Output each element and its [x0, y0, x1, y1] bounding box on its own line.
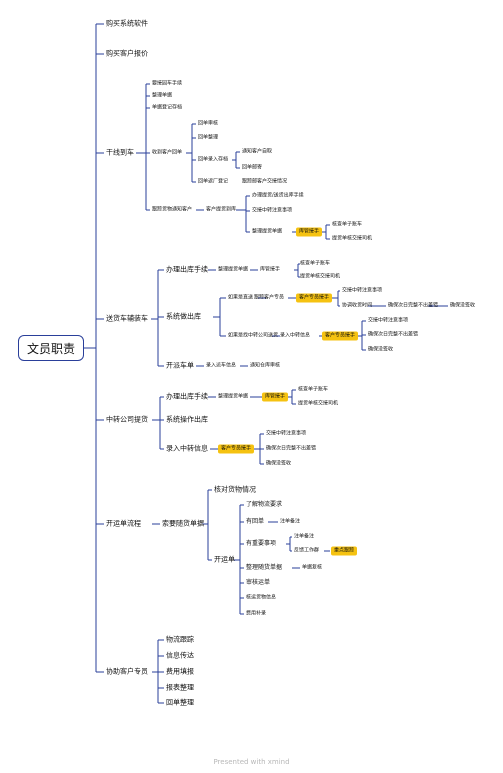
node-g3[interactable]: 费用填报	[166, 667, 194, 676]
footer-watermark: Presented with xmind	[213, 758, 290, 766]
node-c4d[interactable]: 回单返厂登记	[198, 178, 229, 185]
node-f1b3b[interactable]: 反馈工作群	[294, 547, 320, 554]
branch-c-connector	[136, 83, 330, 240]
node-f1b1[interactable]: 了解物流要求	[246, 501, 283, 508]
node-g5[interactable]: 回单整理	[166, 698, 194, 707]
node-e3h2[interactable]: 确保次日完整不出差错	[266, 445, 317, 452]
node-assist-specialist[interactable]: 协助客户专员	[106, 667, 148, 676]
node-d2a1h4[interactable]: 确保没签收	[450, 302, 476, 309]
node-e1b[interactable]: 库管接手	[262, 392, 289, 402]
node-f1b4[interactable]: 整理随货单据	[246, 564, 283, 571]
node-d2b1h3[interactable]: 确保没签收	[368, 346, 394, 353]
node-e1a[interactable]: 整理提货单据	[218, 393, 249, 400]
node-f1b4a[interactable]: 单据复核	[302, 564, 323, 571]
node-c5a3h[interactable]: 库管接手	[296, 227, 323, 237]
node-d2[interactable]: 系统做出库	[166, 312, 201, 321]
node-f1b2[interactable]: 有回单	[246, 518, 265, 525]
node-c1[interactable]: 要接园车手续	[152, 80, 183, 87]
node-d1[interactable]: 办理出库手续	[166, 265, 208, 274]
node-trunk-arrival[interactable]: 干线到车	[106, 148, 134, 157]
branch-d-connector	[151, 263, 448, 367]
node-e3h1[interactable]: 交接中转注意事项	[266, 430, 307, 437]
node-f1b5[interactable]: 审核运单	[246, 579, 271, 586]
node-d2b1h1[interactable]: 交接中转注意事项	[368, 317, 409, 324]
node-delivery-loading[interactable]: 送货车辅装车	[106, 314, 148, 323]
node-d2a1h3[interactable]: 确保次日完整不出差错	[388, 302, 439, 309]
node-buy-software[interactable]: 购买系统软件	[106, 19, 148, 28]
node-c3[interactable]: 单据登记存档	[152, 104, 183, 111]
node-c5a3h1[interactable]: 核查单子账车	[332, 221, 363, 228]
node-d2b1[interactable]: 录入中转信息	[280, 332, 311, 339]
node-f1b2a[interactable]: 注单备注	[280, 518, 301, 525]
node-d2b1h[interactable]: 客户专员接手	[322, 331, 359, 341]
node-c5a2[interactable]: 交接中转注意事项	[252, 207, 293, 214]
node-e1[interactable]: 办理出库手续	[166, 392, 208, 401]
node-g1[interactable]: 物流跟踪	[166, 635, 194, 644]
node-f1b6[interactable]: 核运货物信息	[246, 594, 277, 601]
node-c5a3h2[interactable]: 提货单核交接司机	[332, 235, 373, 242]
node-f1b3a[interactable]: 注单备注	[294, 533, 315, 540]
node-d2a1h[interactable]: 客户专员接手	[296, 293, 333, 303]
branch-f-connector	[152, 489, 330, 615]
node-e2[interactable]: 系统操作出库	[166, 415, 208, 424]
node-g2[interactable]: 信息传达	[166, 651, 194, 660]
node-c5a3[interactable]: 整理提货单据	[252, 228, 283, 235]
node-c5[interactable]: 跟踪货物通知客户	[152, 206, 193, 213]
node-c4c[interactable]: 回单录入存档	[198, 156, 229, 163]
node-d3b[interactable]: 通知仓库审核	[250, 362, 281, 369]
node-d1b1[interactable]: 核查单子账车	[300, 260, 331, 267]
node-c4d1[interactable]: 跟踪邮客户交接情况	[242, 178, 288, 185]
root-title: 文员职责	[26, 341, 75, 356]
node-d2b[interactable]: 如果是找中转公司送货	[228, 332, 279, 339]
branch-e-connector	[152, 389, 296, 465]
node-d2a1h2[interactable]: 协调收货时间	[342, 302, 373, 309]
node-d2b1h2[interactable]: 确保次日完整不出差错	[368, 331, 419, 338]
node-f1b3bh[interactable]: 重点跟踪	[331, 546, 358, 556]
node-f1b3[interactable]: 有重要事项	[246, 540, 277, 547]
node-e1b1[interactable]: 核查单子账车	[298, 386, 329, 393]
root-node[interactable]: 文员职责	[18, 335, 84, 361]
node-transfer-pickup[interactable]: 中转公司提货	[106, 415, 148, 424]
node-e3[interactable]: 录入中转信息	[166, 444, 208, 453]
node-buy-quote[interactable]: 购买客户报价	[106, 49, 148, 58]
branch-g-connector	[152, 639, 164, 704]
root-connector	[84, 23, 104, 673]
node-waybill-process[interactable]: 开运单流程	[106, 519, 141, 528]
node-d1a[interactable]: 整理提货单据	[218, 266, 249, 273]
node-c4c1[interactable]: 通知客户自取	[242, 148, 273, 155]
node-c4b[interactable]: 回单整理	[198, 134, 219, 141]
node-e3h[interactable]: 客户专员接手	[218, 444, 255, 454]
node-f1b[interactable]: 开运单	[214, 555, 235, 564]
node-d2a1[interactable]: 跟踪客户专员	[254, 294, 285, 301]
node-e3h3[interactable]: 确保没签收	[266, 460, 292, 467]
node-d3a[interactable]: 录入派车信息	[206, 362, 237, 369]
node-g4[interactable]: 报表整理	[166, 683, 194, 692]
node-d2a1h1[interactable]: 交接中转注意事项	[342, 287, 383, 294]
node-c5a[interactable]: 客户提货到库	[206, 206, 237, 213]
node-d3[interactable]: 开派车单	[166, 361, 194, 370]
node-d1b2[interactable]: 提货单核交接司机	[300, 273, 341, 280]
node-f1b7[interactable]: 费用补录	[246, 610, 267, 617]
node-f1a[interactable]: 核对货物情况	[214, 485, 256, 494]
node-c5a1[interactable]: 办理提货/送货出库手续	[252, 192, 304, 199]
node-e1b2[interactable]: 提货单核交接司机	[298, 400, 339, 407]
node-c4a[interactable]: 回单审核	[198, 120, 219, 127]
node-c4[interactable]: 收到客户回单	[152, 149, 183, 156]
node-f1[interactable]: 索要随货单据	[162, 519, 204, 528]
node-c2[interactable]: 整理单据	[152, 92, 173, 99]
node-d2a[interactable]: 如果是直送	[228, 294, 254, 301]
node-d1b[interactable]: 库管接手	[260, 266, 281, 273]
node-c4c2[interactable]: 回单邮寄	[242, 164, 263, 171]
